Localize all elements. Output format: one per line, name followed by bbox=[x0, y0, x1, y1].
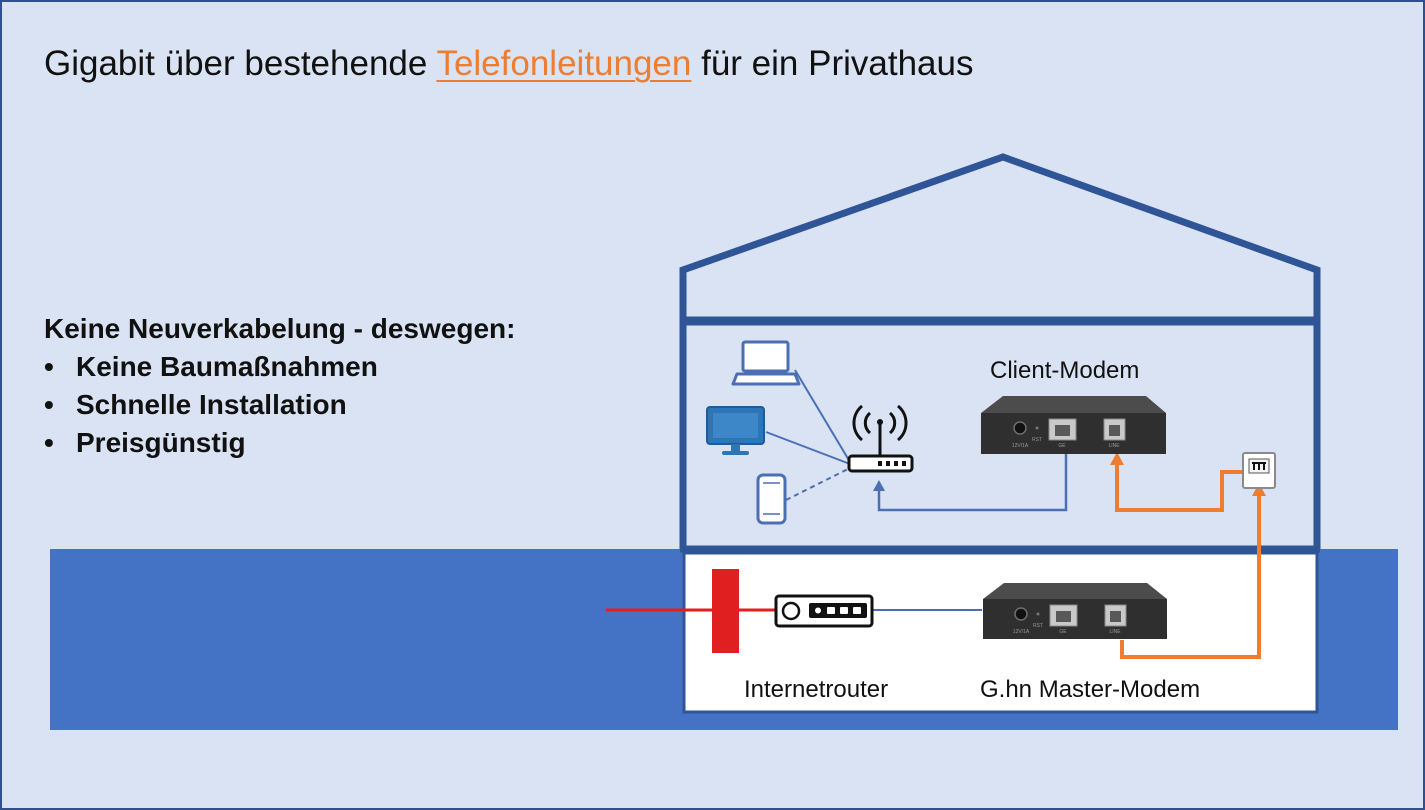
benefit-item: Preisgünstig bbox=[44, 424, 515, 462]
modem-port-label: RST bbox=[1033, 623, 1043, 629]
modem-port-label: 12V/1A bbox=[1012, 443, 1029, 449]
title-text-start: Gigabit über bestehende bbox=[44, 44, 437, 83]
modem-port-label: LINE bbox=[1109, 629, 1121, 635]
laptop-icon bbox=[731, 340, 801, 386]
modem-port-label: LINE bbox=[1108, 443, 1120, 449]
house-outline bbox=[679, 153, 1321, 549]
wireless-link-phone bbox=[785, 467, 851, 501]
arrow-head-icon bbox=[1110, 452, 1124, 465]
benefits-block: Keine Neuverkabelung - deswegen: Keine B… bbox=[44, 310, 515, 462]
phone-cable-upstairs bbox=[1115, 457, 1244, 512]
cable-laptop-wifi bbox=[794, 369, 851, 463]
benefit-item: Schnelle Installation bbox=[44, 386, 515, 424]
benefits-list: Keine Baumaßnahmen Schnelle Installation… bbox=[44, 348, 515, 462]
arrow-head-icon bbox=[873, 480, 885, 491]
internet-router-label: Internetrouter bbox=[744, 676, 889, 703]
client-modem-device: 12V/1A RST GE LINE bbox=[981, 396, 1166, 454]
building-entry-icon bbox=[712, 569, 739, 653]
phone-socket-icon bbox=[1242, 452, 1276, 489]
title-text-end: für ein Privathaus bbox=[691, 44, 974, 83]
monitor-icon bbox=[706, 406, 765, 455]
title-highlight: Telefonleitungen bbox=[436, 44, 692, 83]
modem-port-label: GE bbox=[1058, 443, 1066, 449]
modem-port-label: GE bbox=[1059, 629, 1067, 635]
master-modem-label: G.hn Master-Modem bbox=[980, 676, 1201, 703]
master-modem-device: 12V/1A RST GE LINE bbox=[983, 583, 1167, 639]
ethernet-cable-upstairs bbox=[877, 453, 1068, 512]
smartphone-icon bbox=[756, 473, 787, 525]
phone-cable-riser bbox=[1120, 488, 1261, 659]
wifi-router-icon bbox=[847, 404, 914, 473]
slide-title: Gigabit über bestehende Telefonleitungen… bbox=[44, 44, 973, 84]
internet-router-device bbox=[774, 594, 874, 628]
modem-port-label: 12V/1A bbox=[1013, 629, 1030, 635]
benefits-heading: Keine Neuverkabelung - deswegen: bbox=[44, 313, 516, 344]
client-modem-label: Client-Modem bbox=[990, 357, 1140, 384]
benefit-item: Keine Baumaßnahmen bbox=[44, 348, 515, 386]
arrow-head-icon bbox=[1252, 483, 1266, 496]
cable-monitor-wifi bbox=[765, 431, 851, 465]
modem-port-label: RST bbox=[1032, 437, 1042, 443]
